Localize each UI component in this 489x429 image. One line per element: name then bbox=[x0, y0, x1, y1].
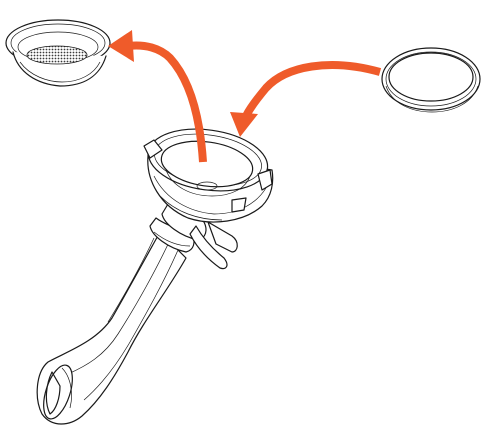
arrow-from-basket-ring bbox=[230, 65, 380, 137]
basket-ring bbox=[382, 48, 480, 112]
filter-basket bbox=[6, 20, 110, 86]
portafilter bbox=[37, 122, 272, 424]
